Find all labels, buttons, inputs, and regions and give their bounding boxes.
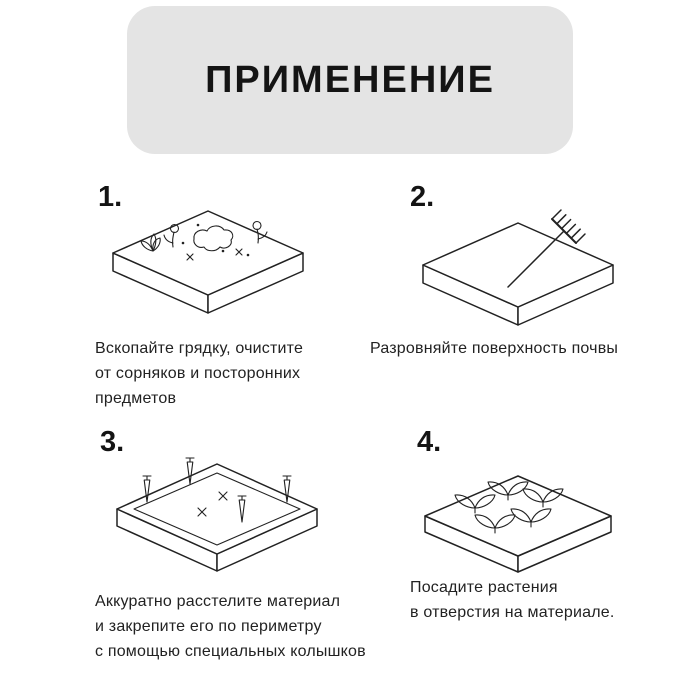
garden-bed-with-material-and-pegs-icon xyxy=(102,434,332,584)
step-4-number: 4. xyxy=(417,426,442,458)
page-title: ПРИМЕНЕНИЕ xyxy=(205,58,495,101)
step-2: 2. Разровняйте поверхность почвы xyxy=(368,183,653,423)
step-1-number: 1. xyxy=(98,181,123,213)
header-banner: ПРИМЕНЕНИЕ xyxy=(127,6,573,154)
garden-bed-with-weeds-icon xyxy=(98,191,318,341)
step-3-caption: Аккуратно расстелите материал и закрепит… xyxy=(95,593,366,660)
step-2-number: 2. xyxy=(410,181,435,213)
step-1: 1. xyxy=(88,183,348,423)
step-4-caption: Посадите растения в отверстия на материа… xyxy=(410,579,615,621)
garden-bed-with-plants-icon xyxy=(413,444,623,584)
garden-bed-with-rake-icon xyxy=(408,187,628,337)
step-4: 4. xyxy=(405,426,665,666)
step-2-caption: Разровняйте поверхность почвы xyxy=(370,340,619,357)
step-3: 3. Аккуратно расстелите материал и закре… xyxy=(88,426,398,676)
step-3-number: 3. xyxy=(100,426,125,458)
step-1-caption: Вскопайте грядку, очистите от сорняков и… xyxy=(95,340,304,407)
